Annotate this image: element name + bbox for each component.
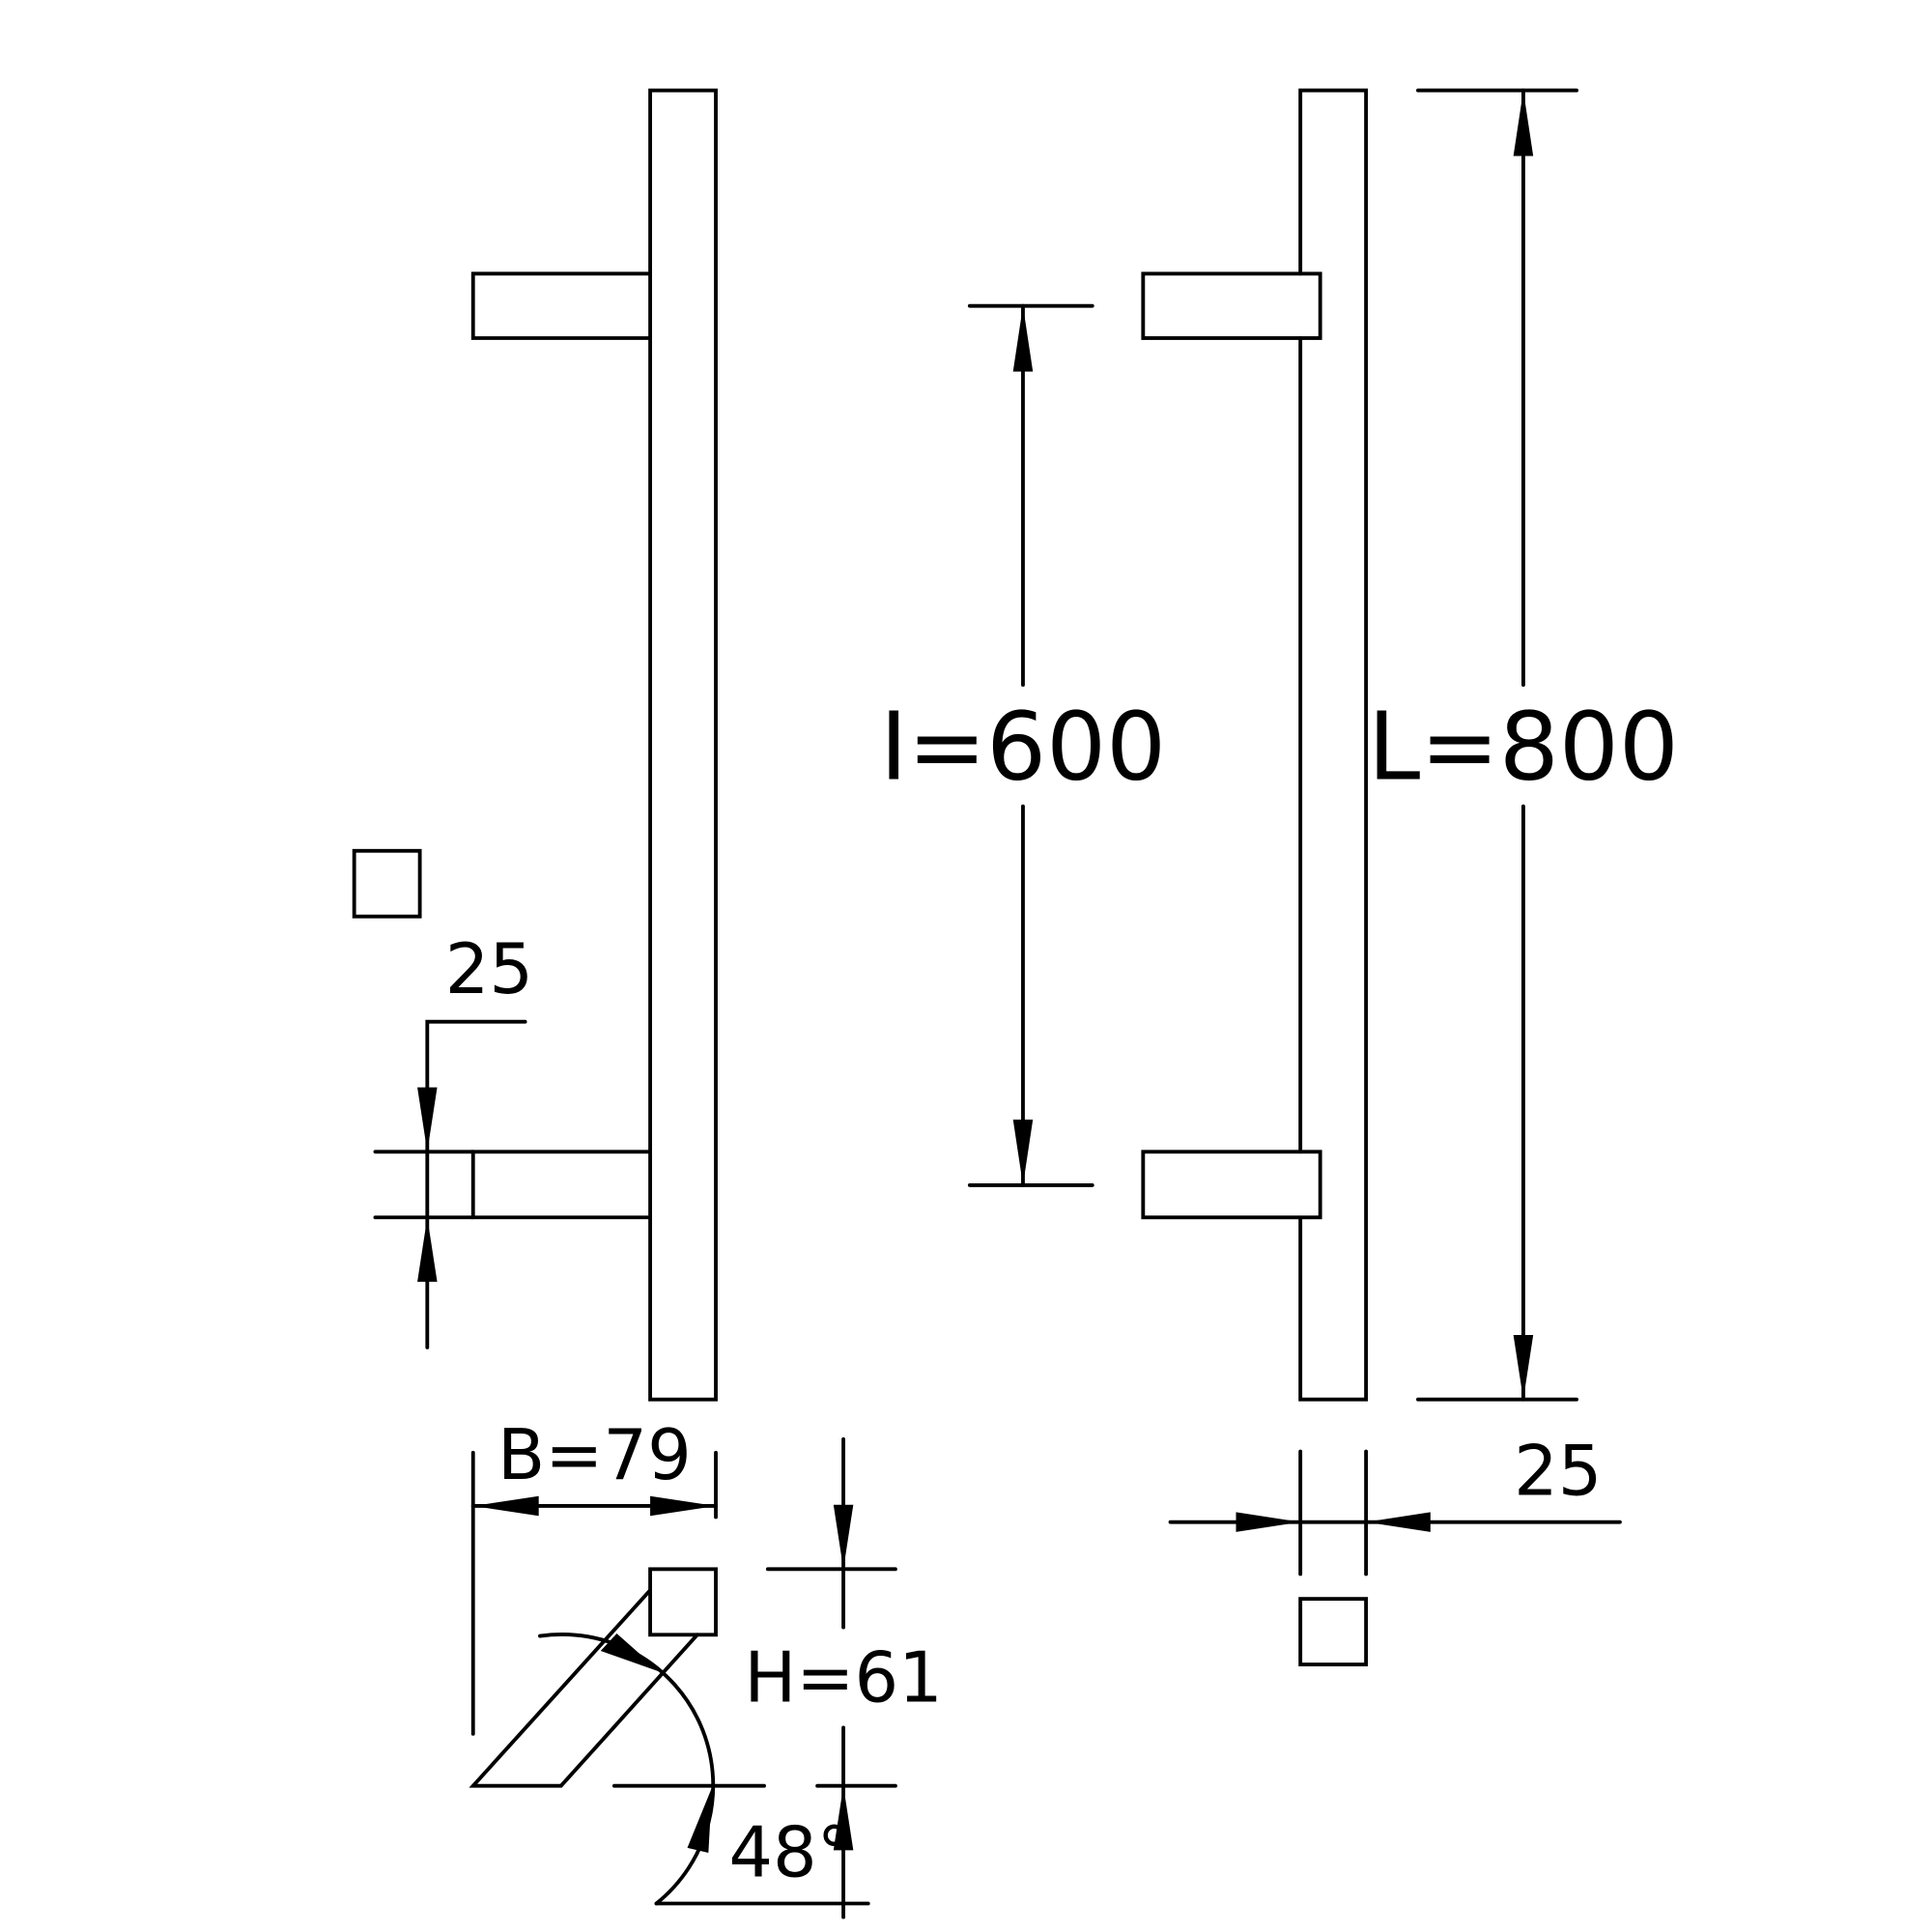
angled-leg-view: 48° — [469, 1567, 870, 1906]
arrow-left-icon — [1366, 1512, 1431, 1532]
handle-bar — [648, 88, 718, 1402]
angle-arc — [538, 1633, 716, 1906]
total-length-dimension: L=800 — [1368, 88, 1679, 1402]
inner-length-dimension: I=600 — [880, 303, 1166, 1187]
angled-leg — [469, 1588, 699, 1788]
total-length-label: L=800 — [1368, 692, 1679, 801]
arrow-up-icon — [833, 1785, 854, 1851]
square-section-icon — [352, 848, 422, 919]
inner-length-label: I=600 — [880, 692, 1166, 801]
arc-arrow-icon — [687, 1787, 713, 1853]
angle-label: 48° — [728, 1811, 851, 1892]
right-view-handle — [1141, 88, 1369, 1402]
arrow-right-icon — [650, 1495, 717, 1517]
arrow-down-icon — [833, 1504, 854, 1570]
leg-section-dimension: 25 — [352, 848, 533, 1350]
handle-bar — [1298, 88, 1369, 1402]
projection-label: B=79 — [497, 1414, 692, 1495]
arrow-right-icon — [1236, 1512, 1301, 1532]
arrow-up-icon — [1012, 305, 1034, 372]
arrow-down-icon — [1513, 1335, 1534, 1400]
top-leg — [1141, 271, 1322, 340]
arc-arrow-icon — [600, 1634, 661, 1672]
bar-section-label: 25 — [1514, 1430, 1602, 1511]
bottom-leg — [470, 1150, 652, 1220]
arrow-left-icon — [472, 1495, 539, 1517]
bar-section — [648, 1567, 718, 1637]
projection-dimension: B=79 — [470, 1414, 718, 1736]
arrow-down-icon — [417, 1087, 438, 1152]
arrow-up-icon — [1513, 90, 1534, 156]
height-label: H=61 — [744, 1637, 942, 1719]
top-leg — [470, 271, 652, 340]
square-section-icon — [1298, 1597, 1369, 1666]
bottom-leg — [1141, 1150, 1322, 1220]
height-dimension: H=61 — [744, 1436, 943, 1919]
arrow-up-icon — [417, 1217, 438, 1282]
leg-section-label: 25 — [445, 928, 533, 1009]
arrow-down-icon — [1012, 1119, 1034, 1185]
left-view-handle — [470, 88, 718, 1402]
bar-section-dimension: 25 — [1168, 1430, 1622, 1666]
